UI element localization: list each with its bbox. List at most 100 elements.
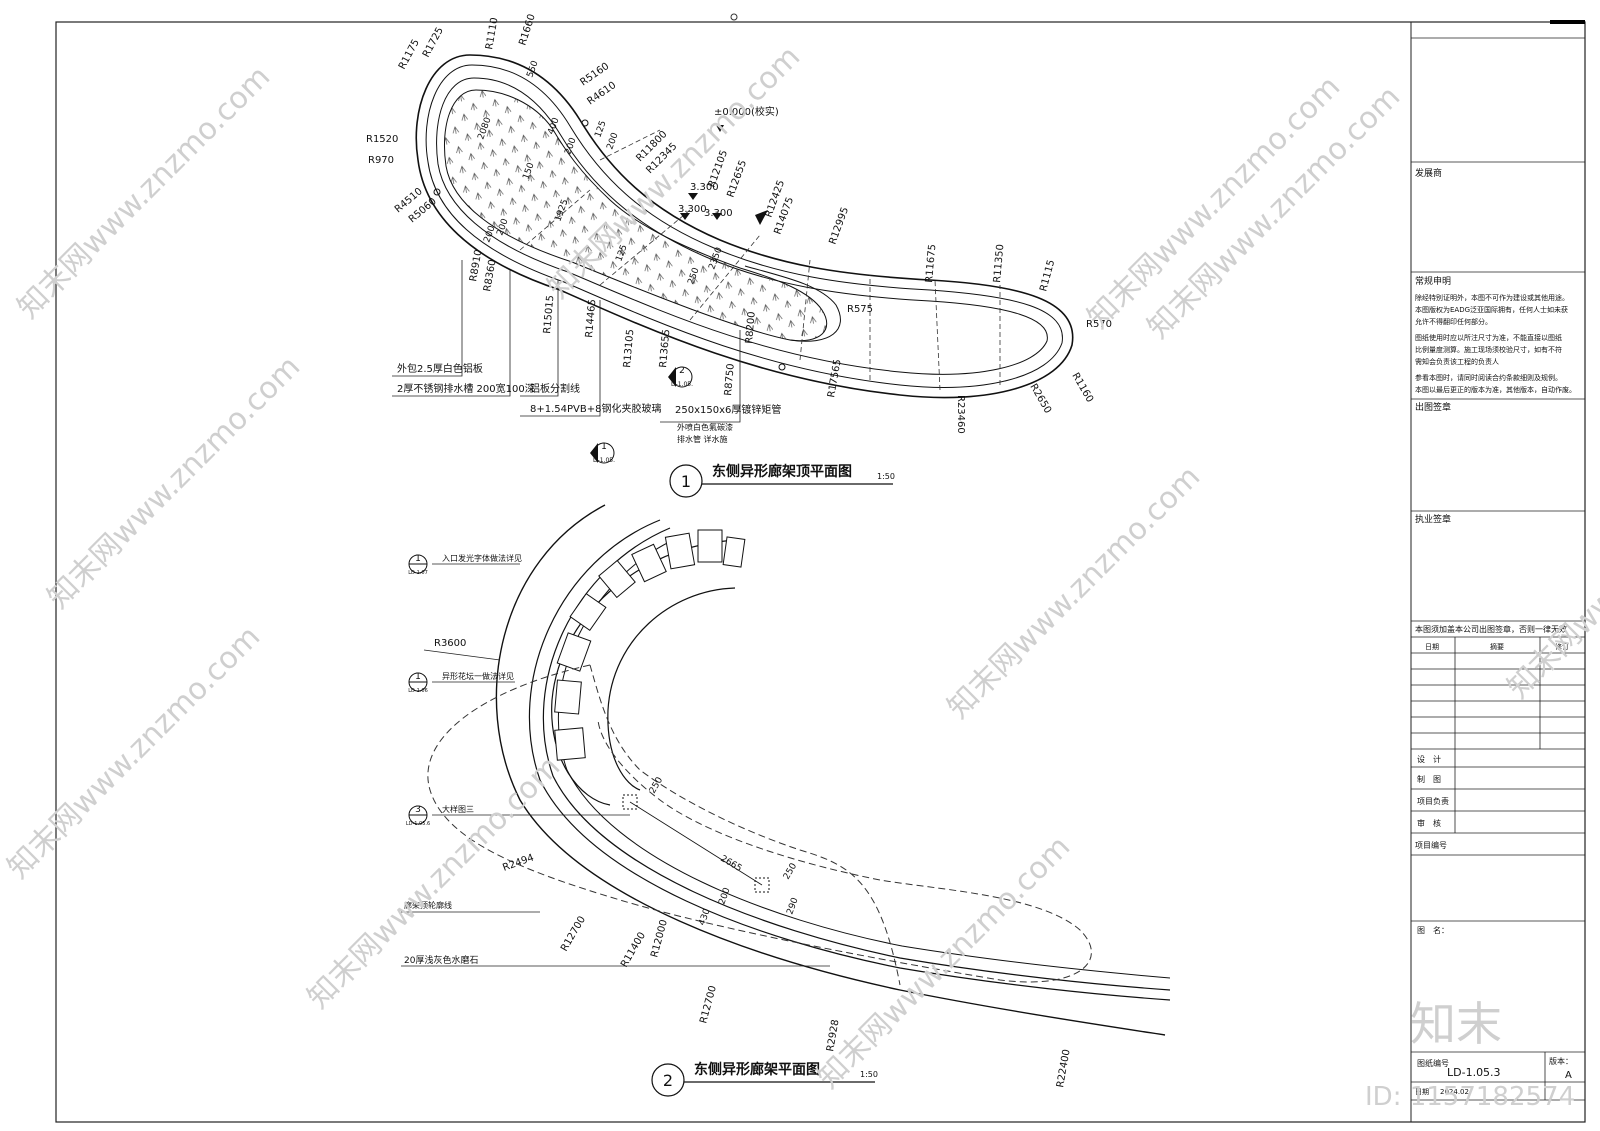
roof-outline-dashed <box>427 664 1092 983</box>
section-mark-1 <box>590 442 615 464</box>
callout-ref: LD-1.06 <box>408 688 428 694</box>
callout-ref: LD-1.07 <box>408 570 428 576</box>
drawing-1-scale: 1:50 <box>877 472 895 481</box>
level-label: 3.300 <box>690 182 719 193</box>
revision-header: 日期 <box>1425 643 1439 651</box>
panel-split-line <box>599 129 661 161</box>
level-marker-icon <box>680 213 690 220</box>
panel-split-line <box>799 259 811 361</box>
dimension-label: 290 <box>785 896 800 916</box>
path-edge-2 <box>542 527 1171 991</box>
center-mark-top <box>730 13 738 21</box>
radius-label: R22400 <box>1055 1048 1073 1088</box>
radius-label: R11400 <box>619 930 648 969</box>
revision-header: 摘要 <box>1490 642 1504 651</box>
watermark-text: 知末网www.znzmo.com <box>941 459 1207 725</box>
drain-point <box>581 119 589 127</box>
general-note-line: 本图以最后更正的版本为准，其他版本，自动作废。 <box>1415 385 1576 394</box>
plan-drawing <box>401 504 1171 1097</box>
level-label: 3.300 <box>704 208 733 219</box>
radius-label: R13655 <box>658 329 672 369</box>
callout-number: 1 <box>415 554 421 564</box>
canopy-edge-2 <box>425 64 1063 388</box>
elevation-marker-icon <box>716 125 724 132</box>
drawing-2-title-block <box>651 1063 875 1097</box>
note-label: 250x150x6厚镀锌矩管 <box>675 403 781 416</box>
drawing-1-number-circle <box>669 464 703 498</box>
level-label: 3.300 <box>678 204 707 215</box>
note-leader <box>520 280 559 397</box>
inner-opening <box>744 265 841 342</box>
date-value: 2024.02 <box>1440 1088 1469 1096</box>
role-label: 项目负责 <box>1417 796 1449 806</box>
project-number-label: 项目编号 <box>1415 840 1447 850</box>
radius-label: R2650 <box>1027 382 1053 416</box>
general-note-line: 参看本图时，请同时阅读合约条款细则及规例。 <box>1415 373 1562 382</box>
callout-leader <box>423 649 501 661</box>
general-note-line: 比例量度测算。施工现场须校验尺寸，如有不符 <box>1415 345 1562 354</box>
canopy-outer-edge <box>415 54 1074 399</box>
radius-label: R1175 <box>397 38 422 72</box>
developer-label: 发展商 <box>1415 167 1442 179</box>
panel-split-line <box>519 189 591 251</box>
note-label: 铝板分割线 <box>530 382 580 395</box>
radius-label: R12995 <box>827 206 851 246</box>
general-note-line: 除经特别证明外，本图不可作为建设或其他用途。 <box>1415 293 1569 302</box>
planted-glazing-area <box>443 89 828 342</box>
role-label: 设 计 <box>1417 754 1441 764</box>
issue-seal-label: 出图签章 <box>1415 401 1451 413</box>
watermark-logo: 知末 <box>1410 997 1502 1051</box>
watermark-id: ID: 1157182574 <box>1365 1082 1575 1112</box>
general-note-line: 本图版权为EADG泛亚国际拥有，任何人士如未获 <box>1415 305 1568 314</box>
note-label: 2厚不锈钢排水槽 200宽100深 <box>397 382 535 395</box>
section-arrow-icon <box>755 210 768 225</box>
level-marker-icon <box>712 213 722 220</box>
radius-label: R1520 <box>366 134 398 145</box>
radius-label: R2494 <box>501 852 535 873</box>
dimension-line <box>629 801 763 886</box>
canopy-edge-3 <box>436 77 1048 375</box>
radius-label: R1115 <box>1038 259 1057 293</box>
watermark-text: 知末网www.znzmo.com <box>811 829 1077 1095</box>
planter-ring-inner <box>607 587 736 791</box>
section-ref: D-1.05. <box>671 381 693 388</box>
drawing-number: LD-1.05.3 <box>1447 1066 1501 1079</box>
roof-plan-drawing <box>392 54 1074 498</box>
radius-label: R23460 <box>955 395 966 434</box>
outer-arc <box>495 504 1166 1036</box>
radius-label: R1725 <box>421 26 446 60</box>
radius-label: R570 <box>1086 319 1112 330</box>
note-label: 20厚浅灰色水磨石 <box>404 954 478 966</box>
note-leader <box>392 260 463 377</box>
date-label: 日期 <box>1415 1088 1429 1096</box>
section-ref: D-1.05. <box>593 457 615 464</box>
path-edge-1 <box>528 519 1171 1001</box>
panel-split-line <box>599 209 691 286</box>
panel-split-line <box>934 279 941 391</box>
version-label: 版本： <box>1549 1056 1573 1066</box>
callout-text: 大样图三 <box>442 804 474 814</box>
radius-label: R8750 <box>723 363 737 396</box>
radius-label: R12700 <box>698 984 719 1024</box>
level-marker-icon <box>688 193 698 200</box>
dimension-label: 2665 <box>719 854 744 874</box>
drawing-2-scale: 1:50 <box>860 1070 878 1079</box>
note-label: 外包2.5厚白色铝板 <box>397 362 483 375</box>
note-label: 排水管 详水施 <box>677 434 728 444</box>
radius-label: R3600 <box>434 638 466 649</box>
general-notes-title: 常规申明 <box>1415 275 1451 287</box>
radius-label: R12000 <box>649 918 670 958</box>
dimension-label: 250 <box>782 861 799 881</box>
radius-label: R12700 <box>559 914 588 953</box>
column-mark <box>754 877 770 893</box>
note-label: 廊架顶轮廓线 <box>404 900 452 910</box>
drawing-number-label: 图纸编号 <box>1417 1058 1449 1068</box>
watermark-text: 知末网www.znzmo.com <box>11 59 277 325</box>
drawing-2-number: 2 <box>663 1071 673 1090</box>
radius-label: R17565 <box>826 358 844 398</box>
watermark-text: 知末网www.znzmo.com <box>41 349 307 615</box>
drawing-1-number: 1 <box>681 472 691 491</box>
sheet-border <box>55 21 1586 1123</box>
drawing-2-title: 东侧异形廊架平面图 <box>694 1061 820 1078</box>
